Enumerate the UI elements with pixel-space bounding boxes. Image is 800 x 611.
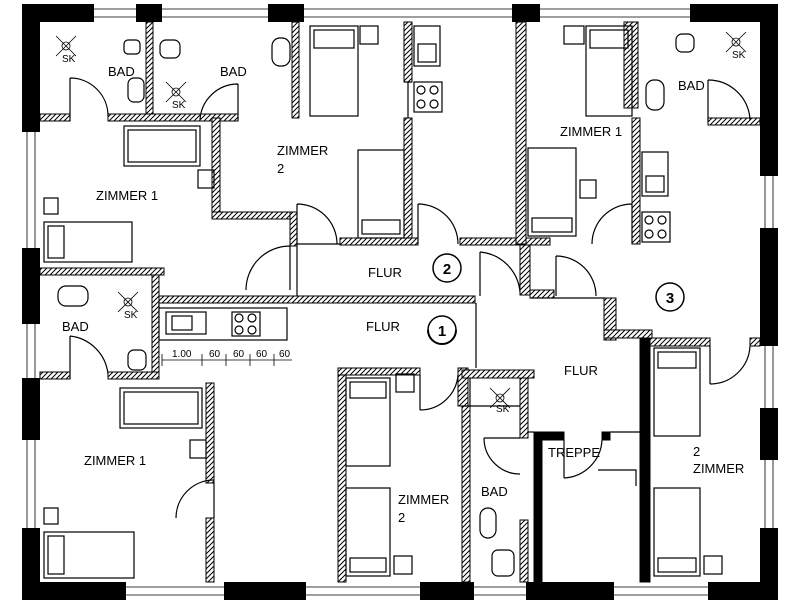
sk-labels: SK SK SK SK SK xyxy=(62,50,746,415)
dim-label: 60 xyxy=(279,349,291,360)
unit-number: 2 xyxy=(443,261,451,278)
interior-walls xyxy=(39,21,761,583)
room-labels: BAD BAD BAD BAD BAD ZIMMER 1 ZIMMER 2 ZI… xyxy=(62,64,744,525)
sk-label: SK xyxy=(124,310,138,321)
room-label-zimmer: ZIMMER 1 xyxy=(560,124,622,139)
room-label-bad: BAD xyxy=(220,64,247,79)
room-label-zimmer: ZIMMER xyxy=(277,143,328,158)
windows xyxy=(26,8,774,596)
furniture xyxy=(43,25,723,579)
room-label-zimmer: ZIMMER xyxy=(693,461,744,476)
room-label-bad: BAD xyxy=(481,484,508,499)
room-label-bad: BAD xyxy=(678,78,705,93)
room-label-flur: FLUR xyxy=(366,319,400,334)
dimension-line xyxy=(161,354,292,366)
room-label-bad: BAD xyxy=(108,64,135,79)
sk-label: SK xyxy=(62,54,76,65)
room-label-zimmer: ZIMMER xyxy=(398,492,449,507)
unit-number: 1 xyxy=(438,323,446,340)
room-label-bad: BAD xyxy=(62,319,89,334)
sk-label: SK xyxy=(732,50,746,61)
unit-badge-3: 3 xyxy=(655,282,685,312)
room-label-zimmer-number: 2 xyxy=(693,444,700,459)
sk-label: SK xyxy=(496,404,510,415)
dimension-labels: 1.00 60 60 60 60 xyxy=(172,349,291,360)
sk-label: SK xyxy=(172,100,186,111)
dim-label: 1.00 xyxy=(172,349,192,360)
doors xyxy=(69,77,751,519)
dim-label: 60 xyxy=(209,349,221,360)
room-label-zimmer-number: 2 xyxy=(277,161,284,176)
unit-badge-1: 1 xyxy=(427,315,457,345)
sk-fixtures xyxy=(55,31,747,409)
room-label-zimmer-number: 2 xyxy=(398,510,405,525)
room-label-treppe: TREPPE xyxy=(548,445,600,460)
unit-badge-2: 2 xyxy=(432,253,462,283)
room-label-flur: FLUR xyxy=(368,265,402,280)
room-label-zimmer: ZIMMER 1 xyxy=(84,453,146,468)
exterior-walls xyxy=(22,4,778,600)
thin-lines xyxy=(158,243,640,433)
dim-label: 60 xyxy=(256,349,268,360)
room-label-flur: FLUR xyxy=(564,363,598,378)
dim-label: 60 xyxy=(233,349,245,360)
unit-number: 3 xyxy=(666,290,674,307)
room-label-zimmer: ZIMMER 1 xyxy=(96,188,158,203)
